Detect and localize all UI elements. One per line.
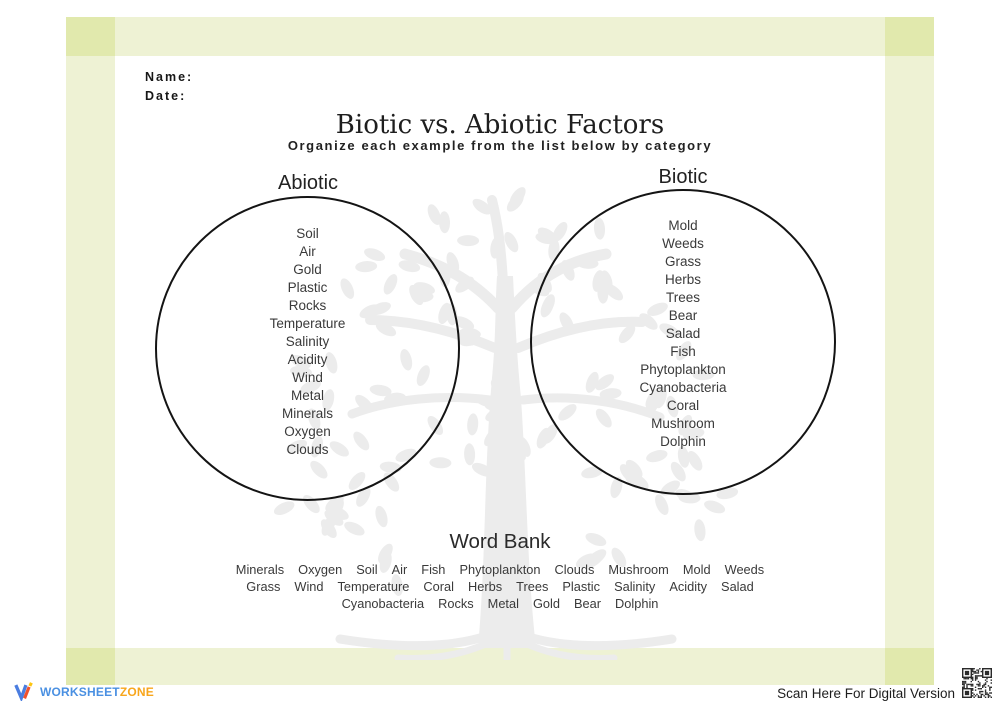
biotic-item: Fish: [670, 344, 696, 359]
frame-top-bar: [115, 17, 885, 56]
word-bank-word: Trees: [516, 579, 549, 594]
frame-corner-top-left: [66, 17, 115, 56]
word-bank-word: Bear: [573, 596, 602, 611]
worksheetzone-w-icon: [14, 682, 33, 701]
word-bank-word: Oxygen: [298, 562, 343, 577]
word-bank-word: Rocks: [438, 596, 474, 611]
word-bank-row-2: Grass Wind Temperature Coral Herbs Trees Plast…: [115, 579, 885, 594]
word-bank-word: Fish: [421, 562, 446, 577]
biotic-item: Mold: [668, 218, 698, 233]
word-bank-word: Herbs: [467, 579, 503, 594]
scan-caption: Scan Here For Digital Version: [777, 686, 955, 701]
frame-right-bar: [885, 56, 934, 648]
abiotic-item: Wind: [292, 370, 323, 385]
biotic-item: Weeds: [662, 236, 704, 251]
word-bank-word: Cyanobacteria: [341, 596, 425, 611]
abiotic-item: Gold: [293, 262, 322, 277]
frame-corner-bottom-right: [885, 648, 934, 685]
biotic-item: Mushroom: [651, 416, 715, 431]
name-label: Name:: [145, 70, 194, 84]
abiotic-item: Air: [299, 244, 316, 259]
word-bank-row-3: Cyanobacteria Rocks Metal Gold Bear Dolphin: [115, 596, 885, 611]
name-date-block: Name: Date:: [145, 68, 193, 106]
frame-corner-bottom-left: [66, 648, 115, 685]
page-title: Biotic vs. Abiotic Factors: [335, 110, 665, 140]
abiotic-item: Salinity: [285, 334, 330, 349]
word-bank-word: Temperature: [337, 579, 410, 594]
date-label: Date:: [145, 89, 187, 103]
word-bank-word: Acidity: [669, 579, 708, 594]
frame-left-bar: [66, 56, 115, 648]
abiotic-item: Clouds: [286, 442, 329, 457]
abiotic-item: Oxygen: [284, 424, 331, 439]
word-bank-word: Phytoplankton: [459, 562, 541, 577]
frame-corner-top-right: [885, 17, 934, 56]
abiotic-heading: Abiotic: [277, 172, 339, 194]
word-bank-word: Grass: [246, 579, 281, 594]
biotic-item: Dolphin: [660, 434, 706, 449]
word-bank-word: Salad: [721, 579, 754, 594]
abiotic-item: Acidity: [287, 352, 328, 367]
qr-code: [962, 668, 992, 698]
word-bank-word: Plastic: [562, 579, 601, 594]
word-bank-word: Weeds: [724, 562, 765, 577]
abiotic-item: Temperature: [269, 316, 346, 331]
biotic-item: Herbs: [664, 272, 701, 287]
word-bank-word: Mushroom: [608, 562, 669, 577]
brand-text: WORKSHEETZONE: [40, 685, 154, 699]
biotic-heading: Biotic: [658, 166, 708, 188]
biotic-item: Grass: [664, 254, 701, 269]
worksheetzone-logo: WORKSHEETZONE: [14, 682, 154, 701]
word-bank-word: Metal: [487, 596, 519, 611]
word-bank-word: Gold: [532, 596, 560, 611]
biotic-item: Trees: [665, 290, 700, 305]
word-bank-word: Coral: [423, 579, 454, 594]
word-bank-word: Dolphin: [615, 596, 659, 611]
word-bank-word: Salinity: [614, 579, 656, 594]
content-area: Name: Date: Biotic vs. Abiotic Factors O…: [115, 56, 885, 648]
brand-zone: ZONE: [119, 684, 154, 699]
biotic-item: Cyanobacteria: [639, 380, 727, 395]
biotic-item: Salad: [665, 326, 701, 341]
abiotic-item: Minerals: [281, 406, 333, 421]
abiotic-item: Plastic: [287, 280, 328, 295]
word-bank-title: Word Bank: [449, 530, 551, 553]
word-bank-word: Clouds: [554, 562, 595, 577]
biotic-item: Phytoplankton: [640, 362, 726, 377]
abiotic-item: Metal: [290, 388, 324, 403]
word-bank-word: Air: [391, 562, 408, 577]
word-bank-word: Wind: [294, 579, 324, 594]
abiotic-item: Soil: [296, 226, 319, 241]
biotic-item: Coral: [666, 398, 700, 413]
word-bank-word: Minerals: [235, 562, 285, 577]
word-bank-word: Soil: [356, 562, 378, 577]
word-bank-row-1: Minerals Oxygen Soil Air Fish Phytoplankton Cl…: [115, 562, 885, 577]
brand-worksheet: WORKSHEET: [40, 684, 120, 699]
word-bank-word: Mold: [682, 562, 711, 577]
page-subtitle: Organize each example from the list belo…: [287, 138, 713, 153]
biotic-item: Bear: [668, 308, 698, 323]
frame-bottom-bar: [115, 648, 885, 685]
abiotic-item: Rocks: [288, 298, 327, 313]
